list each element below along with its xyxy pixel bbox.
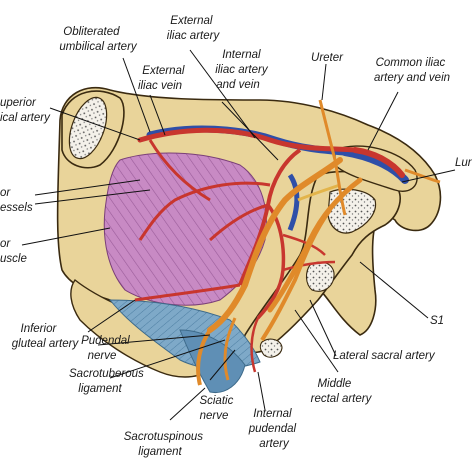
label-external-iliac-vein: External iliac vein — [138, 65, 188, 92]
label-common-iliac-artery-vein: Common iliac artery and vein — [374, 57, 450, 84]
ligaments — [108, 299, 261, 394]
label-sacrospinous-ligament: Sacrotuspinous ligament — [124, 431, 206, 458]
label-ureter: Ureter — [311, 52, 344, 64]
label-lumbosacral-trunk: Lur — [455, 157, 473, 169]
label-inferior-gluteal-artery: Inferior gluteal artery — [12, 323, 80, 350]
label-internal-iliac-artery-vein: Internal iliac artery and vein — [215, 49, 271, 91]
leader-lines — [21, 49, 456, 421]
arteries — [134, 127, 405, 373]
label-s1: S1 — [430, 315, 444, 327]
label-obliterated-umbilical-artery: Obliterated umbilical artery — [59, 26, 138, 53]
label-muscle: or uscle — [0, 238, 27, 265]
label-pudendal-nerve: Pudendal nerve — [81, 335, 133, 362]
labels: Obliterated umbilical artery External il… — [0, 15, 473, 458]
nerves — [196, 157, 441, 386]
label-lateral-sacral-artery: Lateral sacral artery — [333, 350, 436, 362]
label-internal-pudendal-artery: Internal pudendal artery — [248, 408, 300, 450]
label-sacrotuberous-ligament: Sacrotuberous ligament — [69, 368, 147, 395]
label-middle-rectal-artery: Middle rectal artery — [311, 378, 373, 405]
ureter — [318, 99, 347, 216]
label-external-iliac-artery: External iliac artery — [167, 15, 221, 42]
label-sciatic-nerve: Sciatic nerve — [199, 395, 236, 422]
label-superior-vesical-artery: uperior ical artery — [0, 97, 51, 124]
label-inferior-vessels: or essels — [0, 187, 33, 214]
